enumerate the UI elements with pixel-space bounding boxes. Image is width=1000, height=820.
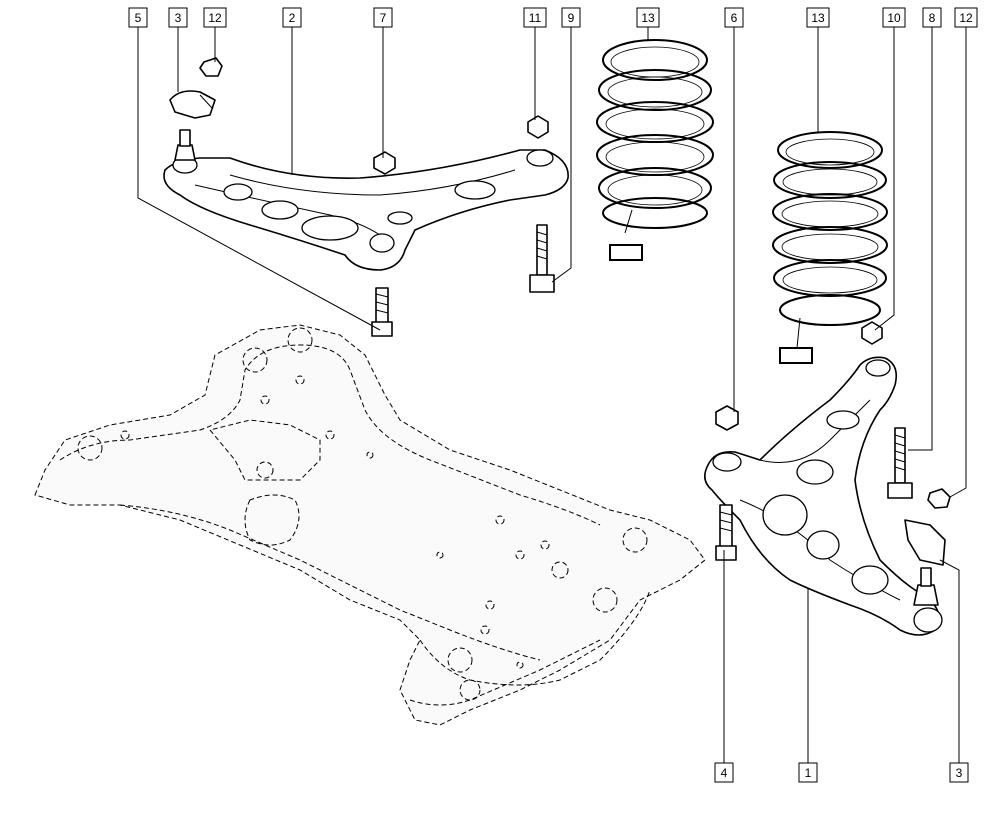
upper-wishbone-arm: [163, 149, 569, 271]
callout-label: 9: [568, 11, 575, 25]
lower-wishbone-arm: [704, 356, 943, 636]
spring-label-tag-left: [609, 244, 643, 261]
callout-label: 3: [956, 766, 963, 780]
callout-label: 13: [641, 11, 655, 25]
callout-13-top-left: 13: [636, 7, 660, 28]
callout-3-bottom: 3: [949, 762, 969, 783]
callout-1-bottom: 1: [798, 762, 818, 783]
leader-lines: [137, 27, 967, 763]
callout-label: 12: [959, 11, 973, 25]
callout-3-top: 3: [168, 7, 188, 28]
callout-label: 13: [811, 11, 825, 25]
callout-label: 7: [380, 11, 387, 25]
callout-2-top: 2: [282, 7, 302, 28]
subframe-crossmember: [34, 324, 706, 726]
callout-label: 2: [289, 11, 296, 25]
callout-8-top: 8: [922, 7, 942, 28]
callout-6-top: 6: [724, 7, 744, 28]
callout-label: 11: [529, 11, 542, 25]
lower-clip-part-3: [904, 519, 946, 566]
callout-label: 12: [208, 11, 222, 25]
nut-10: [861, 321, 883, 345]
callout-11-top: 11: [523, 7, 547, 28]
callout-label: 1: [805, 766, 812, 780]
callout-4-bottom: 4: [714, 762, 734, 783]
callout-12-top-left: 12: [203, 7, 227, 28]
upper-nut-12: [199, 57, 223, 77]
bolt-4: [715, 504, 737, 561]
bolt-5: [371, 287, 393, 337]
callout-label: 5: [135, 11, 142, 25]
callout-7-top: 7: [373, 7, 393, 28]
coil-spring-right: [772, 131, 888, 326]
callout-5-top: 5: [128, 7, 148, 28]
callout-9-top: 9: [561, 7, 581, 28]
bolt-9: [529, 224, 555, 293]
lower-nut-12: [927, 488, 951, 509]
callout-label: 3: [175, 11, 182, 25]
callout-13-top-right: 13: [806, 7, 830, 28]
bolt-11-head: [527, 115, 549, 139]
spring-label-tag-right: [779, 347, 813, 364]
callout-label: 4: [721, 766, 728, 780]
nut-6: [715, 405, 739, 431]
lower-ball-joint: [913, 567, 939, 606]
coil-spring-left: [596, 39, 714, 229]
callout-label: 10: [887, 11, 901, 25]
nut-7: [373, 151, 396, 175]
callout-12-top-right: 12: [954, 7, 978, 28]
callout-10-top: 10: [882, 7, 906, 28]
bolt-8: [887, 427, 913, 499]
callout-label: 8: [929, 11, 936, 25]
upper-clip-part-3: [169, 90, 216, 119]
upper-ball-joint: [174, 129, 196, 161]
callout-label: 6: [731, 11, 738, 25]
